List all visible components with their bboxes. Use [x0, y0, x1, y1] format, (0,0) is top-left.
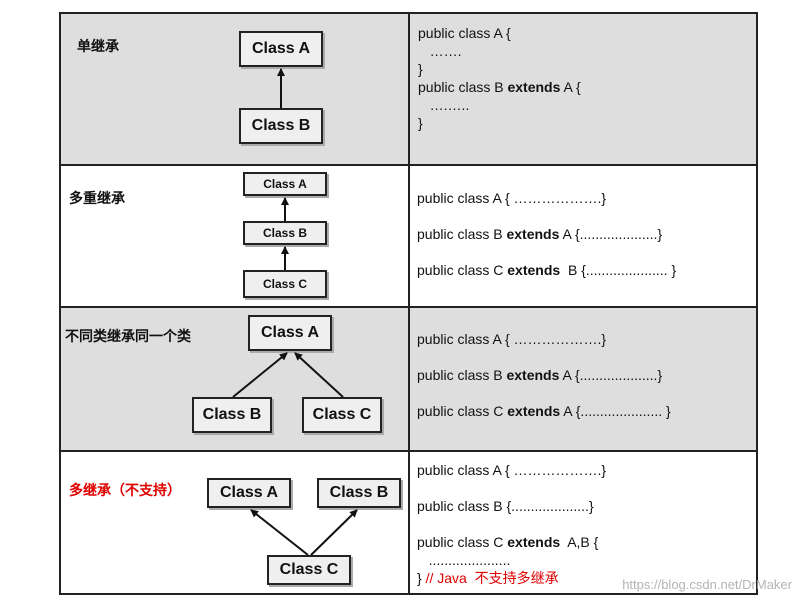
class-a-box: Class A	[248, 315, 332, 351]
class-c-box: Class C	[267, 555, 351, 585]
class-a-box: Class A	[207, 478, 291, 508]
watermark: https://blog.csdn.net/DrMaker	[622, 577, 792, 592]
class-b-box: Class B	[243, 221, 327, 245]
code-multilevel-a: public class A { ……………….}	[417, 190, 607, 206]
code-hierarchical-c: public class C extends A {..............…	[417, 403, 671, 419]
code-multiple-b: public class B {....................}	[417, 498, 594, 514]
inheritance-arrows	[232, 68, 358, 556]
class-c-box: Class C	[302, 397, 382, 433]
row-label-single: 单继承	[77, 38, 119, 54]
column-divider	[408, 14, 410, 593]
code-multiple-a: public class A { ……………….}	[417, 462, 607, 478]
class-b-box: Class B	[192, 397, 272, 433]
class-a-box: Class A	[239, 31, 323, 67]
code-single: public class A { ……. } public class B ex…	[418, 25, 581, 131]
class-b-box: Class B	[239, 108, 323, 144]
class-a-box: Class A	[243, 172, 327, 196]
arrow-c-to-a	[250, 509, 309, 556]
row-label-hierarchical: 不同类继承同一个类	[65, 328, 191, 344]
inheritance-table: 单继承 Class A Class B public class A { …….…	[59, 12, 758, 595]
row-label-multilevel: 多重继承	[69, 190, 125, 206]
class-b-box: Class B	[317, 478, 401, 508]
class-c-box: Class C	[243, 270, 327, 298]
code-hierarchical-a: public class A { ……………….}	[417, 331, 607, 347]
code-multiple-c: public class C extends A,B {	[417, 534, 599, 550]
code-multiple-close: } // Java 不支持多继承	[417, 570, 559, 586]
row-label-multiple: 多继承（不支持）	[69, 482, 181, 498]
code-multilevel-b: public class B extends A {..............…	[417, 226, 663, 242]
code-multilevel-c: public class C extends B {..............…	[417, 262, 677, 278]
arrow-c-to-a	[294, 352, 344, 398]
code-hierarchical-b: public class B extends A {..............…	[417, 367, 663, 383]
code-multiple-dots: .....................	[417, 552, 511, 568]
arrow-c-to-b	[310, 509, 358, 556]
arrow-b-to-a	[232, 352, 288, 398]
